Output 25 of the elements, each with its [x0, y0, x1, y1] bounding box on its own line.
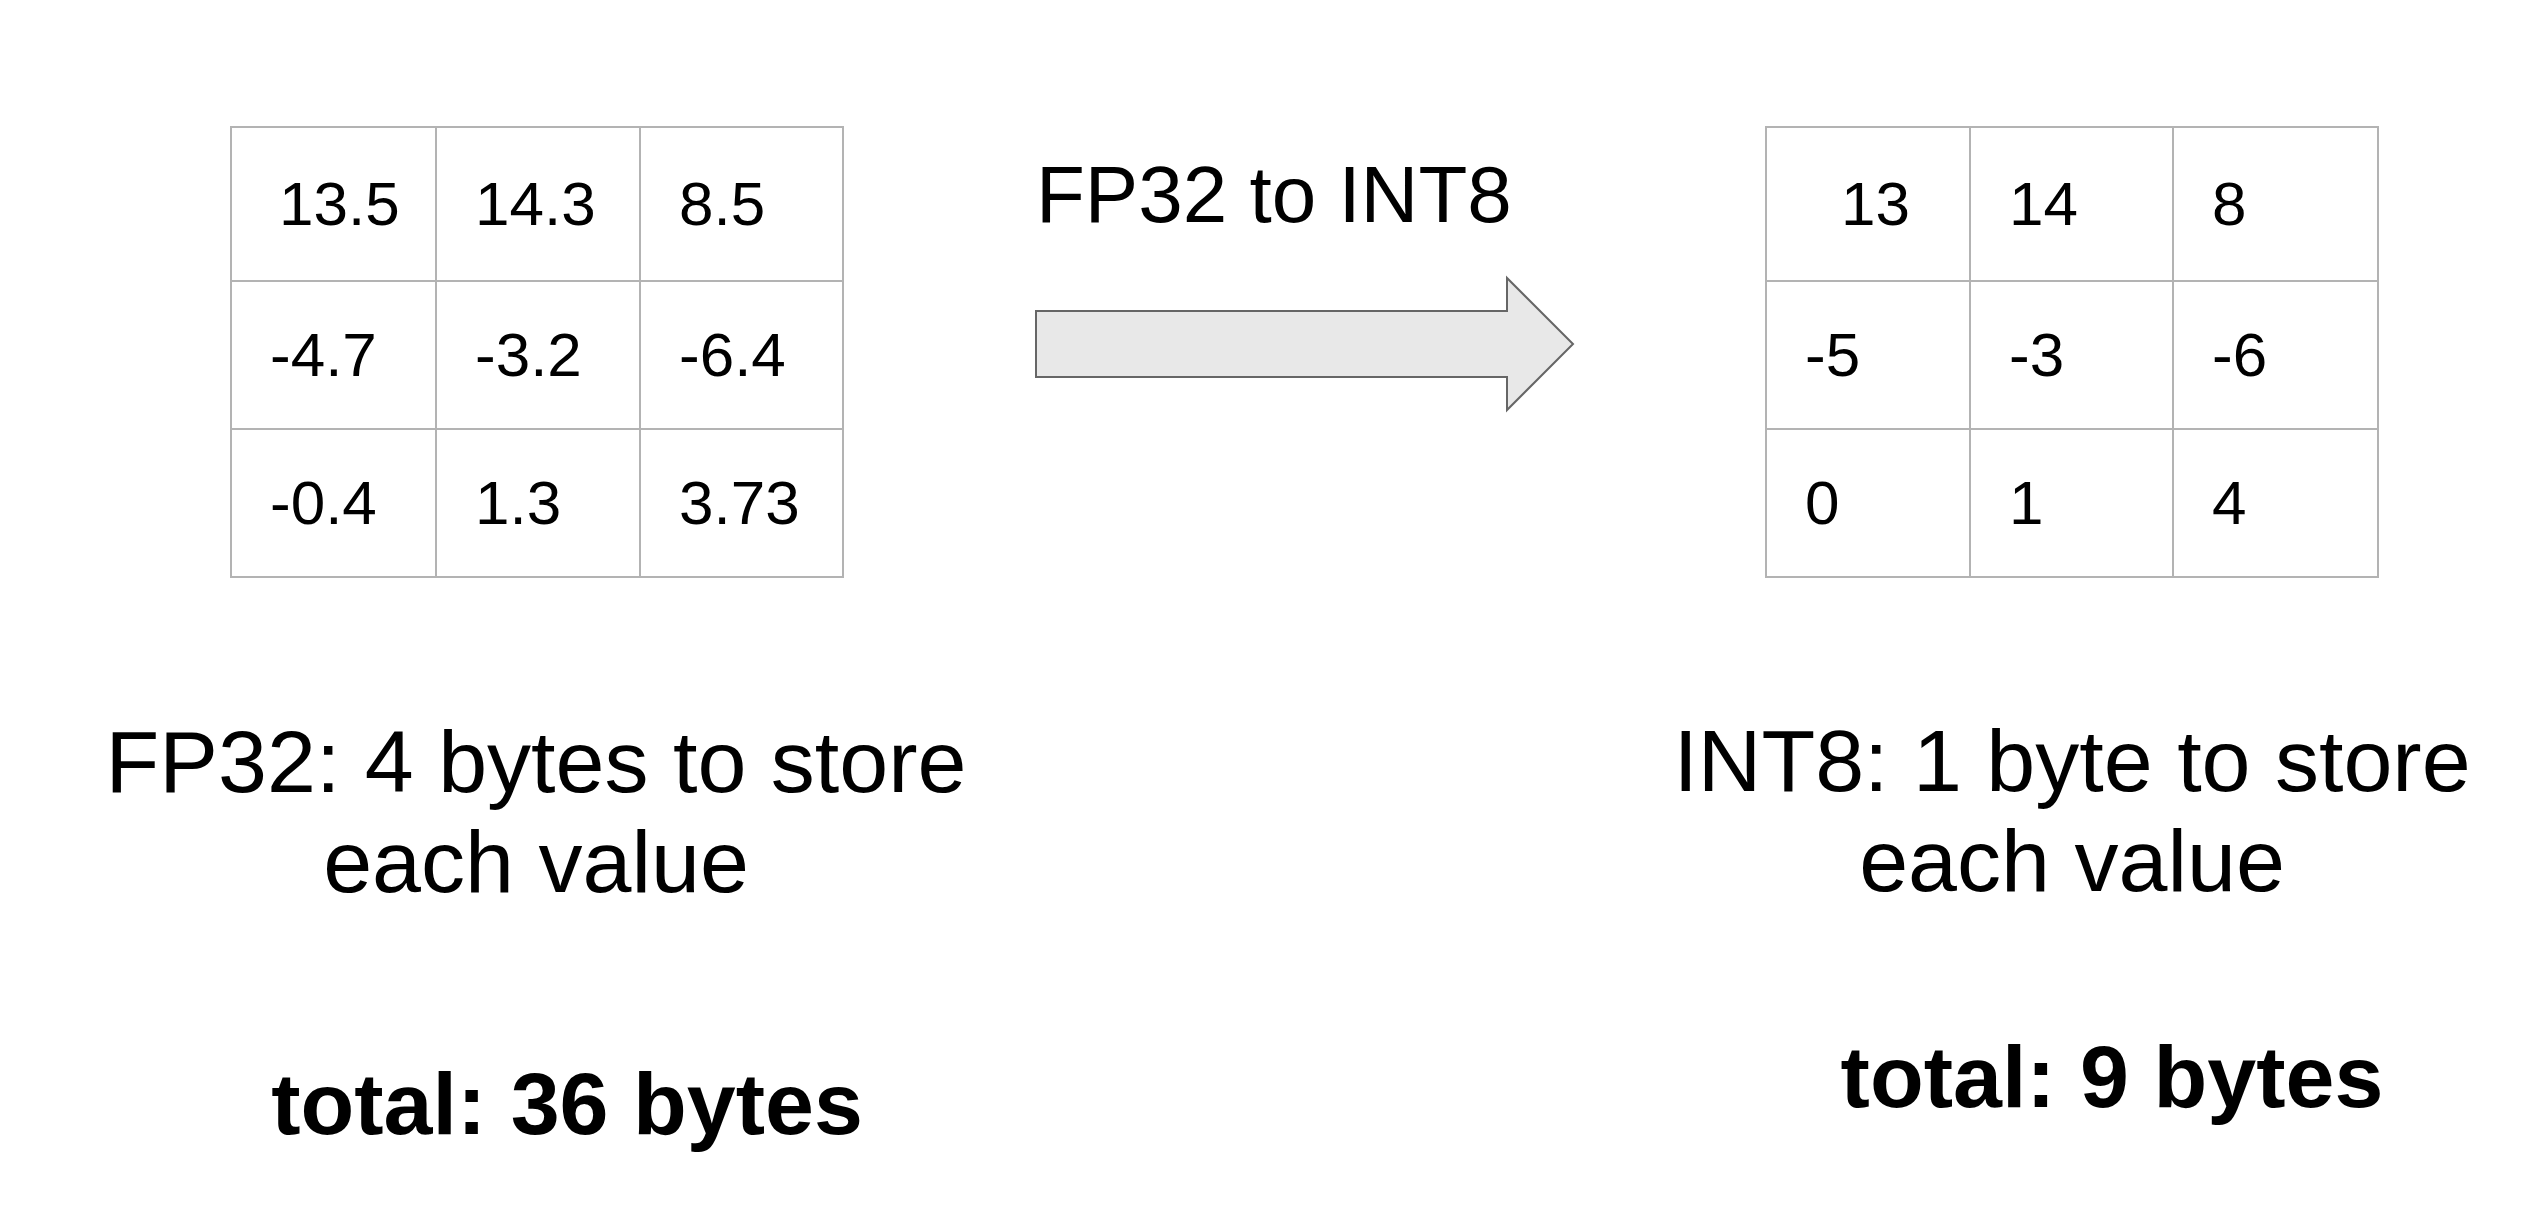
value-cell: 13.5	[232, 128, 437, 282]
value-table	[230, 126, 844, 578]
storage-caption: INT8: 1 byte to store each value	[1672, 711, 2472, 911]
total-size-text: total: 36 bytes	[271, 1053, 863, 1155]
value-cell: -5	[1767, 282, 1971, 430]
value-cell: 13	[1767, 128, 1971, 282]
value-cell: 1.3	[437, 430, 641, 578]
value-cell: 0	[1767, 430, 1971, 578]
value-cell: 8.5	[641, 128, 844, 282]
value-table	[1765, 126, 2379, 578]
value-cell: -6.4	[641, 282, 844, 430]
block-arrow	[1035, 275, 1575, 413]
value-cell: -0.4	[232, 430, 437, 578]
value-cell: 3.73	[641, 430, 844, 578]
value-cell: 8	[2174, 128, 2379, 282]
value-cell: 14.3	[437, 128, 641, 282]
total-size-text: total: 9 bytes	[1840, 1026, 2384, 1128]
value-cell: -3.2	[437, 282, 641, 430]
value-cell: 1	[1971, 430, 2174, 578]
value-cell: -6	[2174, 282, 2379, 430]
value-cell: -4.7	[232, 282, 437, 430]
value-cell: 4	[2174, 430, 2379, 578]
value-cell: 14	[1971, 128, 2174, 282]
storage-caption: FP32: 4 bytes to store each value	[104, 712, 968, 912]
value-cell: -3	[1971, 282, 2174, 430]
